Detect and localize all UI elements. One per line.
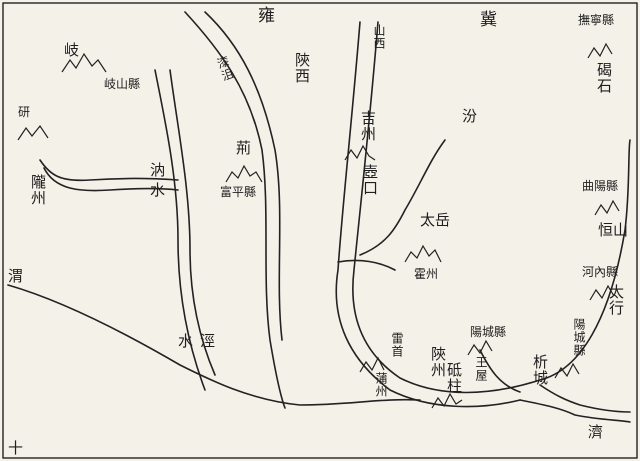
label-jing: 荊 bbox=[236, 139, 252, 157]
mtn-xicheng bbox=[554, 362, 580, 379]
mtn-lei bbox=[359, 356, 385, 373]
label-pu: 蒲州 bbox=[374, 372, 388, 398]
river-na: 汭 bbox=[150, 161, 166, 179]
yellow-river-east bbox=[352, 21, 631, 394]
label-quyang: 曲陽縣 bbox=[582, 179, 619, 193]
label-fuling: 撫寧縣 bbox=[578, 13, 615, 27]
mtn-dizhu bbox=[431, 392, 463, 409]
mtn-hengshan bbox=[594, 199, 620, 216]
region-shanxi: 山西 bbox=[372, 24, 386, 50]
label-yangcheng2: 陽城縣 bbox=[572, 318, 586, 357]
label-hengshan: 恒山 bbox=[598, 221, 629, 239]
label-taixing: 太行 bbox=[607, 284, 625, 316]
label-wangwu: 王屋 bbox=[474, 356, 488, 382]
ji-river-b bbox=[539, 384, 631, 413]
jing-river bbox=[154, 69, 206, 391]
label-qi-county: 岐山縣 bbox=[104, 77, 141, 91]
river-fen: 汾 bbox=[462, 107, 478, 125]
river-jing-shui: 水 bbox=[178, 332, 194, 350]
mtn-wangwu bbox=[467, 339, 493, 356]
region-yong: 雍 bbox=[258, 6, 275, 26]
mtn-taixing bbox=[589, 284, 615, 301]
river-ji: 濟 bbox=[588, 423, 604, 441]
river-wei: 渭 bbox=[8, 267, 24, 285]
mtn-yan bbox=[17, 124, 49, 141]
mtn-hukou bbox=[344, 144, 376, 161]
region-shanxi-west: 陝西 bbox=[293, 52, 311, 84]
mtn-taiyue bbox=[404, 244, 442, 263]
na-river bbox=[39, 159, 179, 182]
label-yangcheng: 陽城縣 bbox=[470, 325, 507, 339]
jing-river-b bbox=[169, 69, 216, 376]
qiju-river-b bbox=[204, 11, 283, 341]
label-henei: 河內縣 bbox=[582, 265, 619, 279]
label-lei: 雷首 bbox=[390, 332, 404, 358]
mtn-jing bbox=[225, 164, 263, 183]
label-fuping: 富平縣 bbox=[220, 185, 257, 199]
label-qi: 岐 bbox=[64, 41, 80, 59]
na-river-b bbox=[43, 167, 179, 192]
label-taiyue: 太岳 bbox=[420, 211, 451, 229]
qiju-river bbox=[184, 11, 286, 409]
label-dizhu: 砥柱 bbox=[445, 362, 463, 394]
mountains bbox=[17, 42, 620, 409]
yellow-river-west bbox=[335, 21, 521, 408]
label-huozhou: 霍州 bbox=[414, 267, 439, 281]
river-na-shui: 水 bbox=[150, 181, 166, 199]
mtn-jieshi bbox=[587, 42, 613, 59]
label-jieshi: 碣石 bbox=[595, 62, 613, 94]
region-ji: 冀 bbox=[480, 10, 497, 30]
mtn-qi bbox=[61, 52, 107, 73]
ji-trib bbox=[479, 349, 521, 393]
page-number: 十 bbox=[8, 439, 24, 457]
label-xicheng: 析城 bbox=[531, 354, 549, 386]
label-long: 隴州 bbox=[29, 174, 47, 206]
fen-river bbox=[359, 139, 446, 256]
label-yan: 研 bbox=[18, 105, 31, 119]
river-jing: 涇 bbox=[200, 332, 216, 350]
ji-river bbox=[519, 399, 631, 423]
label-jizhou: 吉州 bbox=[359, 110, 377, 142]
wei-river bbox=[7, 284, 421, 406]
label-hukou: 壺口 bbox=[361, 164, 379, 196]
fen-mouth bbox=[337, 259, 396, 271]
label-shan: 陝州 bbox=[429, 346, 447, 378]
